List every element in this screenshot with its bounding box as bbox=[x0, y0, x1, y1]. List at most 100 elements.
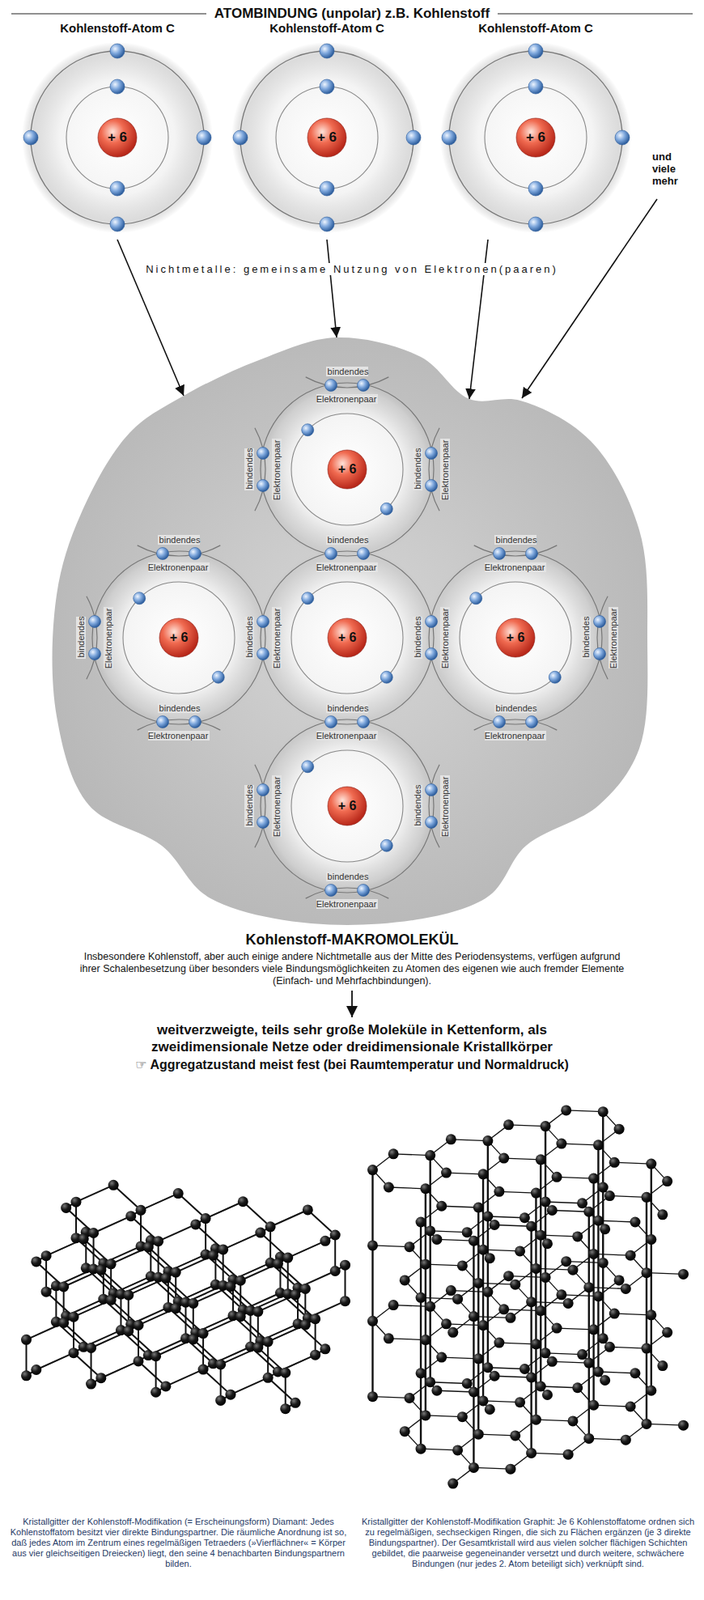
nucleus-charge: + 6 bbox=[231, 128, 423, 147]
electron bbox=[493, 716, 506, 729]
carbon-atom-dot bbox=[620, 1283, 632, 1294]
carbon-atom-dot bbox=[640, 1191, 652, 1203]
label-anchor: bindendes Elektronenpaar bbox=[403, 767, 459, 845]
carbon-atom-dot bbox=[576, 1197, 588, 1209]
bond-line bbox=[430, 1382, 468, 1384]
carbon-atom-dot bbox=[279, 1367, 291, 1379]
electron bbox=[493, 547, 506, 560]
bond-line bbox=[119, 1293, 122, 1331]
bond-line bbox=[393, 1153, 431, 1156]
electron bbox=[441, 130, 457, 145]
bond-line bbox=[589, 1437, 627, 1440]
carbon-atom-dot bbox=[290, 1289, 302, 1300]
carbon-atom-dot bbox=[399, 1425, 411, 1437]
carbon-atom-dot bbox=[309, 1349, 321, 1361]
carbon-atom-dot bbox=[419, 1183, 431, 1194]
electron bbox=[357, 547, 370, 560]
electron bbox=[110, 216, 125, 232]
figure-caption: Kristallgitter der Kohlenstoff-Modifikat… bbox=[6, 1516, 351, 1570]
carbon-atom-dot bbox=[583, 1357, 594, 1369]
carbon-atom-dot bbox=[530, 1187, 542, 1199]
bond-line bbox=[371, 1320, 374, 1396]
carbon-atom-dot bbox=[645, 1158, 657, 1170]
bond-line bbox=[287, 1257, 289, 1294]
electron bbox=[110, 79, 125, 94]
electron bbox=[425, 816, 438, 829]
carbon-atom-dot bbox=[441, 1167, 452, 1179]
bond-line bbox=[25, 1339, 28, 1376]
bond-line bbox=[473, 1467, 511, 1469]
carbon-atom-dot bbox=[560, 1104, 572, 1116]
carbon-atom-dot bbox=[604, 1341, 615, 1353]
outer-shell bbox=[260, 551, 434, 725]
carbon-atom-dot bbox=[367, 1164, 378, 1175]
electron bbox=[614, 130, 630, 145]
carbon-atom-dot bbox=[237, 1195, 249, 1207]
electron bbox=[525, 547, 539, 560]
bond-line bbox=[90, 1348, 93, 1385]
electron bbox=[257, 816, 270, 829]
carbon-atom-dot bbox=[41, 1286, 52, 1298]
bond-line bbox=[609, 1346, 647, 1349]
carbon-atom-dot bbox=[415, 1367, 427, 1379]
bond-label: bindendes Elektronenpaar bbox=[244, 606, 282, 670]
bond-line bbox=[566, 1261, 604, 1264]
neighbour-shell-arc bbox=[254, 428, 266, 512]
atom-heading: Kohlenstoff-Atom C bbox=[231, 21, 423, 36]
bond-line bbox=[450, 1139, 488, 1141]
carbon-atom-dot bbox=[468, 1310, 480, 1322]
carbon-atom-dot bbox=[436, 1352, 447, 1363]
carbon-atom-dot bbox=[300, 1318, 311, 1330]
neighbour-shell-arc bbox=[305, 377, 390, 388]
bond-line bbox=[482, 1249, 484, 1325]
carbon-atom-dot bbox=[419, 1334, 431, 1345]
bond-line bbox=[288, 1240, 326, 1258]
carbon-atom-dot bbox=[445, 1285, 457, 1296]
carbon-atom-dot bbox=[473, 1202, 484, 1213]
carbon-atom-dot bbox=[279, 1403, 291, 1414]
carbon-atom-dot bbox=[330, 1229, 341, 1240]
carbon-atom-dot bbox=[58, 1280, 69, 1292]
bond-line bbox=[556, 1327, 594, 1330]
carbon-atom-dot bbox=[187, 1297, 199, 1309]
bond-line bbox=[441, 1205, 480, 1208]
bond-line bbox=[222, 1249, 225, 1286]
bond-line bbox=[334, 1234, 336, 1272]
carbon-atom-dot bbox=[597, 1257, 609, 1269]
region-description: Insbesondere Kohlenstoff, aber auch eini… bbox=[72, 950, 632, 988]
bond-line bbox=[75, 1201, 77, 1239]
bond-line bbox=[508, 1276, 547, 1278]
bond-line bbox=[508, 1124, 547, 1127]
bond-line bbox=[284, 1372, 287, 1409]
carbon-atom-dot bbox=[567, 1264, 578, 1276]
nucleus-charge: + 6 bbox=[21, 128, 213, 147]
carbon-atom-dot bbox=[217, 1243, 229, 1255]
bond-line bbox=[373, 1396, 411, 1399]
label-anchor: bindendes Elektronenpaar bbox=[139, 525, 218, 582]
carbon-atom-dot bbox=[457, 1411, 468, 1422]
bond-line bbox=[499, 1191, 537, 1193]
neighbour-shell-arc bbox=[597, 596, 608, 680]
carbon-atom-dot bbox=[583, 1433, 594, 1444]
bond-line bbox=[650, 1238, 653, 1315]
bond-line bbox=[494, 1224, 532, 1226]
carbon-atom-dot bbox=[78, 1233, 90, 1244]
electron bbox=[357, 884, 370, 897]
carbon-atom-dot bbox=[542, 1389, 553, 1400]
note: und viele mehr bbox=[652, 150, 698, 187]
carbon-atom-dot bbox=[657, 1208, 668, 1220]
carbon-atom-dot bbox=[640, 1418, 652, 1430]
electron bbox=[593, 615, 607, 628]
electron bbox=[325, 547, 338, 560]
carbon-atom-dot bbox=[530, 1338, 542, 1349]
nucleus bbox=[327, 618, 367, 658]
electron bbox=[233, 130, 248, 145]
electron bbox=[257, 615, 270, 628]
carbon-atom-dot bbox=[572, 1382, 583, 1393]
carbon-atom-dot bbox=[468, 1462, 480, 1473]
atom-glow bbox=[256, 547, 438, 729]
neighbour-shell-arc bbox=[254, 764, 266, 849]
atom-nucleus: + 6 bbox=[326, 617, 368, 658]
bond-line bbox=[185, 1301, 187, 1339]
electron bbox=[528, 79, 543, 94]
